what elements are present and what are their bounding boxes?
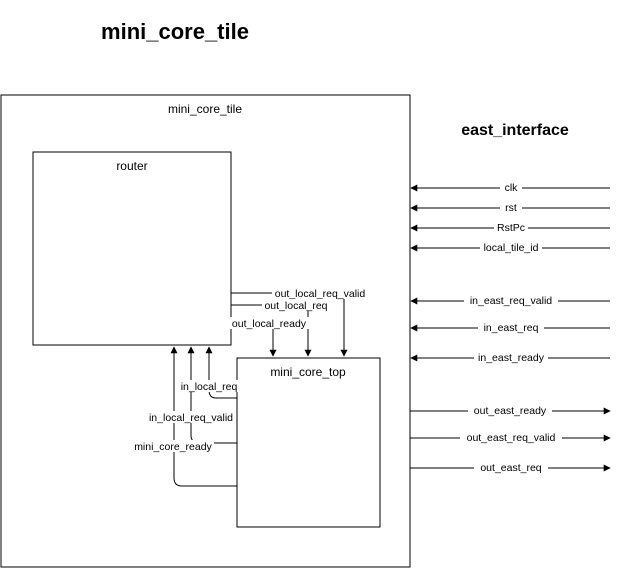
in-east-req-valid-label: in_east_req_valid [470,295,552,307]
in-east-req-label: in_east_req [484,322,539,334]
rstpc-label: RstPc [497,222,525,234]
router-block [32,151,232,346]
mini-core-top-label: mini_core_top [270,365,346,379]
core-to-router-signals: in_local_req in_local_req_valid mini_cor… [132,346,238,487]
diagram-title: mini_core_tile [101,19,249,44]
east-output-signals: out_east_ready out_east_req_valid out_ea… [410,404,611,474]
mini-core-ready-wire [170,346,237,487]
east-input-signals: clk rst RstPc local_tile_id in_east_req_… [410,181,610,364]
out-local-req-label: out_local_req [264,300,327,312]
out-east-req-label: out_east_req [480,462,541,474]
out-local-ready-label: out_local_ready [232,318,307,330]
local-tile-id-label: local_tile_id [484,242,539,254]
clk-label: clk [505,182,519,194]
out-local-req-valid-label: out_local_req_valid [275,288,366,300]
out-east-req-valid-label: out_east_req_valid [467,432,556,444]
rst-label: rst [505,202,517,214]
router-to-core-signals: out_local_req_valid out_local_req out_lo… [229,287,368,357]
east-interface-title: east_interface [461,122,569,139]
mini-core-tile-label: mini_core_tile [168,102,242,116]
out-east-ready-label: out_east_ready [474,405,547,417]
in-east-ready-label: in_east_ready [478,352,545,364]
router-label: router [116,159,147,173]
in-local-req-label: in_local_req [181,381,238,393]
mini-core-top-block [236,357,381,528]
mini-core-ready-label: mini_core_ready [134,441,212,453]
in-local-req-valid-label: in_local_req_valid [149,412,233,424]
